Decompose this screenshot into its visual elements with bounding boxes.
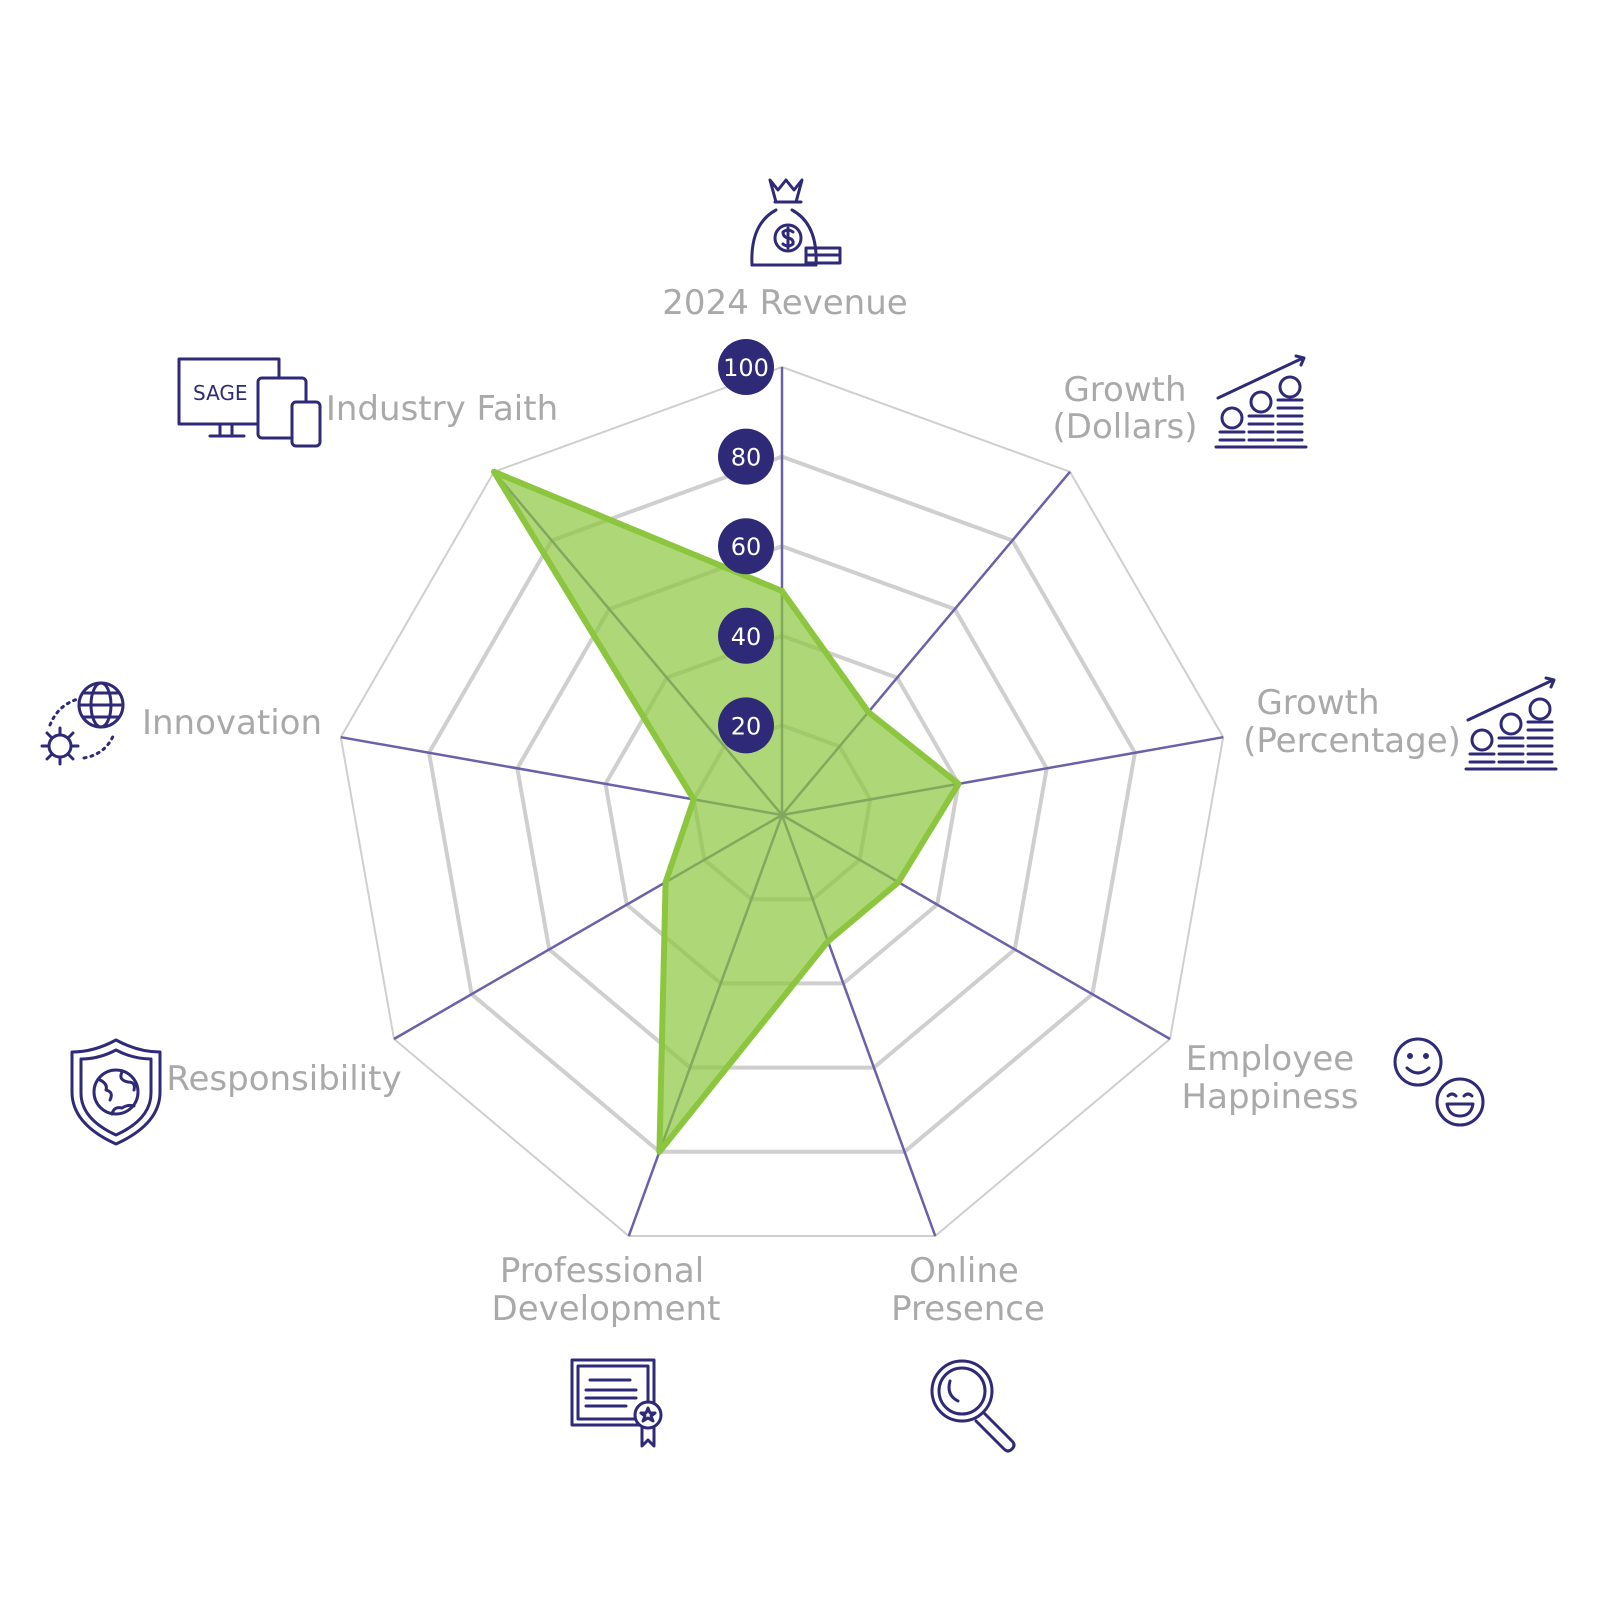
money-bag-icon xyxy=(750,178,842,267)
axis-label-growth-dollars-2: (Dollars) xyxy=(1053,407,1198,447)
certificate-icon xyxy=(570,1358,663,1448)
axis-label-growth-dollars-1: Growth xyxy=(1063,370,1186,410)
data-point-2 xyxy=(955,780,962,787)
globe-gear-icon xyxy=(40,681,125,766)
axis-label-professional-development-2: Development xyxy=(492,1289,721,1329)
coin-stacks-growth-icon-2 xyxy=(1464,676,1558,771)
tick-label: 60 xyxy=(731,533,762,561)
axis-label-growth-percentage-1: Growth xyxy=(1256,683,1379,723)
tick-badge-circle xyxy=(718,428,774,485)
tick-badge-40: 40 xyxy=(718,607,774,664)
tick-label: 100 xyxy=(723,354,769,382)
tick-badge-20: 20 xyxy=(718,697,774,754)
data-point-3 xyxy=(895,879,902,886)
magnifying-glass-icon xyxy=(930,1359,1016,1453)
axis-label-responsibility: Responsibility xyxy=(166,1059,401,1099)
tick-badge-80: 80 xyxy=(718,428,774,485)
axis-label-employee-happiness-2: Happiness xyxy=(1182,1077,1359,1117)
shield-globe-icon xyxy=(70,1038,162,1146)
tick-label: 40 xyxy=(731,623,762,651)
tick-badge-60: 60 xyxy=(718,518,774,575)
axis-label-online-presence-2: Presence xyxy=(891,1289,1045,1329)
tick-label: 80 xyxy=(731,444,762,472)
tick-badge-circle xyxy=(718,607,774,664)
data-point-7 xyxy=(690,796,697,803)
coin-stacks-growth-icon-1 xyxy=(1214,354,1308,449)
sage-logo: SAGE xyxy=(193,381,248,405)
data-point-6 xyxy=(662,879,669,886)
grid-ring-80 xyxy=(426,454,1138,1154)
data-point-5 xyxy=(656,1148,663,1155)
grid-ring-100 xyxy=(339,365,1225,1237)
tick-badge-circle xyxy=(718,518,774,575)
tick-badge-100: 100 xyxy=(718,339,774,395)
tick-badge-circle xyxy=(718,697,774,754)
axis-label-professional-development-1: Professional xyxy=(500,1251,704,1291)
axis-label-employee-happiness-1: Employee xyxy=(1186,1039,1354,1079)
tick-label: 20 xyxy=(731,712,762,740)
data-point-8 xyxy=(491,468,498,475)
smiley-faces-icon xyxy=(1393,1037,1485,1127)
series-area xyxy=(491,468,962,1155)
data-point-1 xyxy=(865,709,872,716)
axis-label-online-presence-1: Online xyxy=(909,1251,1019,1291)
devices-icon: SAGE xyxy=(177,357,322,448)
data-point-0 xyxy=(779,588,785,594)
axis-label-growth-percentage-2: (Percentage) xyxy=(1243,721,1461,761)
axis-label-2024-revenue: 2024 Revenue xyxy=(662,283,907,323)
axis-label-innovation: Innovation xyxy=(142,703,322,743)
data-point-4 xyxy=(824,938,831,945)
axis-label-industry-faith: Industry Faith xyxy=(326,389,558,429)
tick-badge-circle xyxy=(718,339,774,395)
grid-ring-60 xyxy=(515,544,1049,1070)
